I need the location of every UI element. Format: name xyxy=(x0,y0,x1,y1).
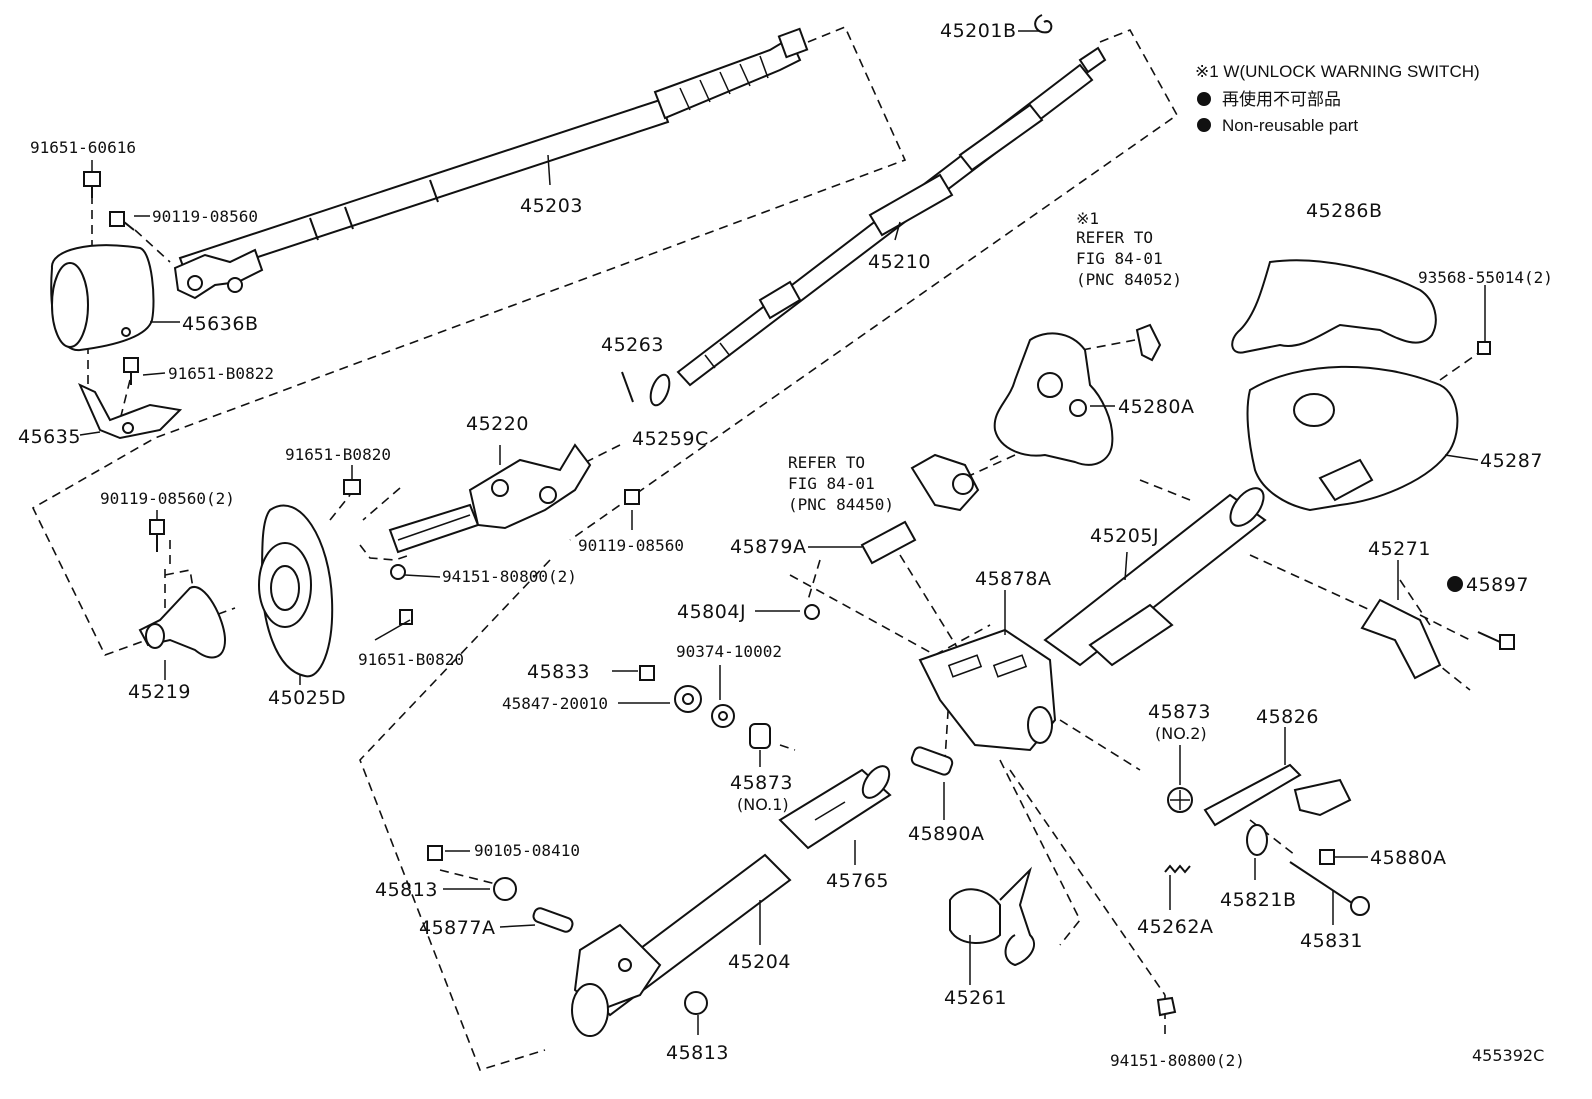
ref1-line1: REFER TO xyxy=(1076,228,1153,247)
label-45878A: 45878A xyxy=(975,568,1051,590)
part-45271-bracket xyxy=(1360,598,1442,680)
label-45873-no2: 45873 xyxy=(1148,701,1211,723)
label-45201B: 45201B xyxy=(940,20,1016,42)
reference-notes: ※1 REFER TO FIG 84-01 (PNC 84052) REFER … xyxy=(788,209,1182,514)
label-45831: 45831 xyxy=(1300,930,1363,952)
part-45286B-upper-column-cover xyxy=(1231,259,1437,354)
label-45025D: 45025D xyxy=(268,687,346,709)
screws-right xyxy=(1477,341,1515,650)
non-reusable-dot-icon xyxy=(1197,118,1211,132)
ref1-line3: (PNC 84052) xyxy=(1076,270,1182,289)
label-45880A: 45880A xyxy=(1370,847,1446,869)
label-45873-no1: 45873 xyxy=(730,772,793,794)
label-45220: 45220 xyxy=(466,413,529,435)
bolts-upper-left xyxy=(83,171,139,385)
label-90105-08410: 90105-08410 xyxy=(474,841,580,860)
legend-note-1: ※1 W(UNLOCK WARNING SWITCH) xyxy=(1195,62,1480,81)
label-45897: 45897 xyxy=(1466,574,1529,596)
legend: ※1 W(UNLOCK WARNING SWITCH) 再使用不可部品 Non-… xyxy=(1195,62,1480,135)
label-45877A: 45877A xyxy=(419,917,495,939)
label-91651-B0820-b: 91651-B0820 xyxy=(358,650,464,669)
label-90119-08560-top: 90119-08560 xyxy=(152,207,258,226)
part-45765-sleeve xyxy=(778,765,892,850)
label-45219: 45219 xyxy=(128,681,191,703)
part-45879A-plate xyxy=(860,520,917,565)
label-91651-B0820-a: 91651-B0820 xyxy=(285,445,391,464)
label-45826: 45826 xyxy=(1256,706,1319,728)
part-45635-bracket xyxy=(78,382,183,440)
label-45804J: 45804J xyxy=(677,601,746,623)
label-45271: 45271 xyxy=(1368,538,1431,560)
label-90374-10002: 90374-10002 xyxy=(676,642,782,661)
label-45879A: 45879A xyxy=(730,536,806,558)
label-45287: 45287 xyxy=(1480,450,1543,472)
label-45813-b: 45813 xyxy=(666,1042,729,1064)
label-45833: 45833 xyxy=(527,661,590,683)
ref2-line3: (PNC 84450) xyxy=(788,495,894,514)
label-90119-08560-mid: 90119-08560 xyxy=(578,536,684,555)
small-hardware-center xyxy=(639,604,820,749)
ref1-line2: FIG 84-01 xyxy=(1076,249,1163,268)
label-91651-B0822: 91651-B0822 xyxy=(168,364,274,383)
label-45210: 45210 xyxy=(868,251,931,273)
part-45890A-pin xyxy=(910,746,954,776)
ignition-switch-parts xyxy=(910,323,1162,512)
part-labels: 45201B 91651-60616 90119-08560 45203 452… xyxy=(18,20,1553,1070)
label-45873-no1-sub: (NO.1) xyxy=(737,795,789,814)
part-45261-spring xyxy=(949,866,1035,967)
part-45025D-plate xyxy=(258,504,334,678)
part-45220-universal-joint xyxy=(388,443,592,554)
label-45821B: 45821B xyxy=(1220,889,1296,911)
leader-lines xyxy=(79,30,1486,1035)
label-45263: 45263 xyxy=(601,334,664,356)
part-45636B-cover xyxy=(50,244,155,352)
ref1-mark: ※1 xyxy=(1076,209,1099,228)
legend-non-reusable-en: Non-reusable part xyxy=(1222,116,1358,135)
label-45280A: 45280A xyxy=(1118,396,1194,418)
part-45263-45259C-rings xyxy=(621,371,671,407)
part-45280A-lock-housing xyxy=(993,332,1114,466)
label-90119-08560-2: 90119-08560(2) xyxy=(100,489,235,508)
label-45847-20010: 45847-20010 xyxy=(502,694,608,713)
label-45286B: 45286B xyxy=(1306,200,1382,222)
label-94151-80800-2-b: 94151-80800(2) xyxy=(1110,1051,1245,1070)
bolts-center-left xyxy=(149,479,640,625)
label-45205J: 45205J xyxy=(1090,525,1159,547)
diagram-id: 455392C xyxy=(1472,1046,1544,1065)
ref2-line1: REFER TO xyxy=(788,453,865,472)
label-45262A: 45262A xyxy=(1137,916,1213,938)
part-45878A-column-bracket xyxy=(918,628,1057,752)
label-45203: 45203 xyxy=(520,195,583,217)
label-94151-80800-2-a: 94151-80800(2) xyxy=(442,567,577,586)
label-45259C: 45259C xyxy=(632,428,709,450)
part-45203-intermediate-shaft xyxy=(173,27,809,300)
part-45219-bracket xyxy=(138,585,227,659)
non-reusable-dot-icon xyxy=(1447,576,1463,592)
label-45890A: 45890A xyxy=(908,823,984,845)
label-45765: 45765 xyxy=(826,870,889,892)
part-45813-45877A xyxy=(427,845,708,1015)
label-45873-no2-sub: (NO.2) xyxy=(1155,724,1207,743)
label-45204: 45204 xyxy=(728,951,791,973)
label-91651-60616: 91651-60616 xyxy=(30,138,136,157)
part-45287-lower-column-cover xyxy=(1246,365,1459,512)
part-45205J-column-tube xyxy=(1043,487,1267,667)
legend-non-reusable-jp: 再使用不可部品 xyxy=(1222,89,1341,109)
label-45261: 45261 xyxy=(944,987,1007,1009)
label-93568-55014-2: 93568-55014(2) xyxy=(1418,268,1553,287)
label-45813-a: 45813 xyxy=(375,879,438,901)
part-45210-main-shaft xyxy=(676,46,1107,387)
lever-parts-right xyxy=(1156,763,1370,1017)
non-reusable-dot-icon xyxy=(1197,92,1211,106)
label-45635: 45635 xyxy=(18,426,81,448)
ref2-line2: FIG 84-01 xyxy=(788,474,875,493)
part-45201B-snap-ring xyxy=(1034,14,1053,34)
label-45636B: 45636B xyxy=(182,313,258,335)
part-45204-lower-tube xyxy=(571,853,792,1037)
